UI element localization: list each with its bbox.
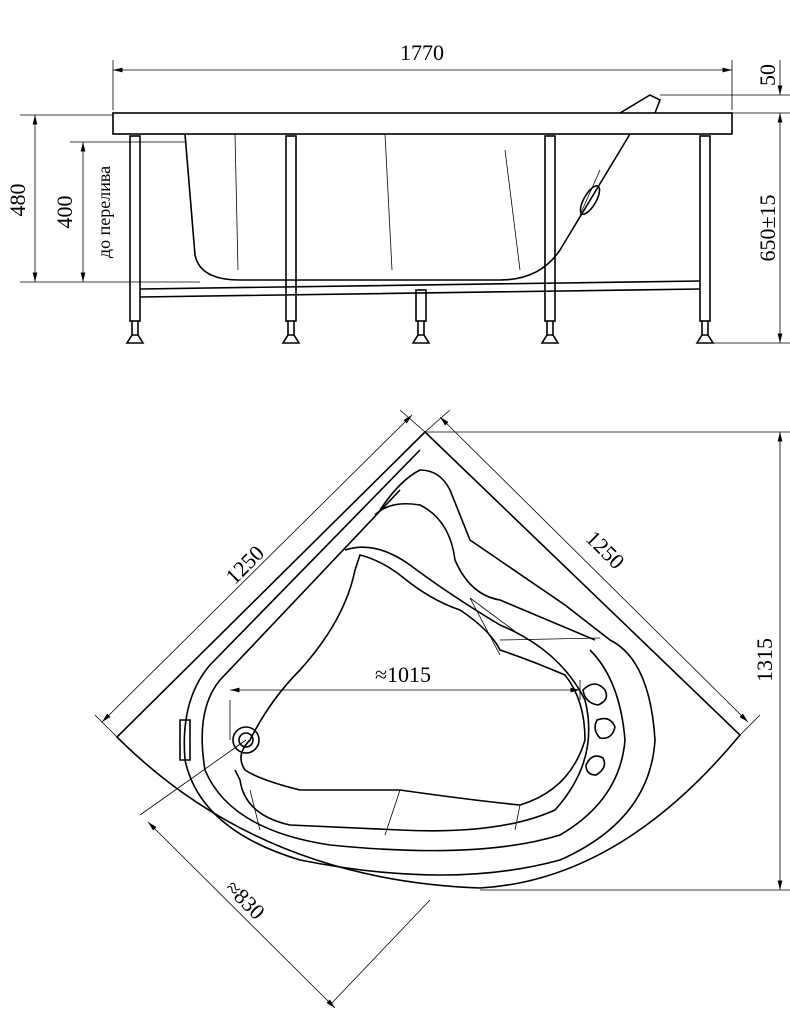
inner-length-dimension: ≈1015 [375, 662, 431, 687]
side-view: 1770 50 650±15 480 400 до перелива [5, 40, 790, 344]
drain-icon [232, 726, 260, 754]
rim-dimension: 50 [755, 64, 780, 86]
crossbar [139, 280, 701, 298]
top-view: 1250 1250 1315 ≈1015 ≈830 [94, 409, 790, 1009]
left-side-dimension: 1250 [220, 540, 269, 589]
legs [125, 135, 715, 344]
jet-nozzles [582, 683, 616, 776]
tub-outline [115, 430, 742, 889]
depth-top-dimension: 1315 [752, 638, 777, 682]
tub-rim [112, 112, 733, 135]
depth-dimension: 480 [5, 184, 30, 217]
height-dimension: 650±15 [755, 194, 780, 261]
inner-width-dimension: ≈830 [221, 875, 271, 925]
right-side-dimension: 1250 [581, 525, 630, 574]
tub-body [184, 133, 631, 281]
overflow-note: до перелива [94, 166, 114, 258]
overflow-dimension: 400 [52, 196, 77, 229]
headrest [619, 94, 662, 114]
width-dimension: 1770 [400, 40, 444, 65]
